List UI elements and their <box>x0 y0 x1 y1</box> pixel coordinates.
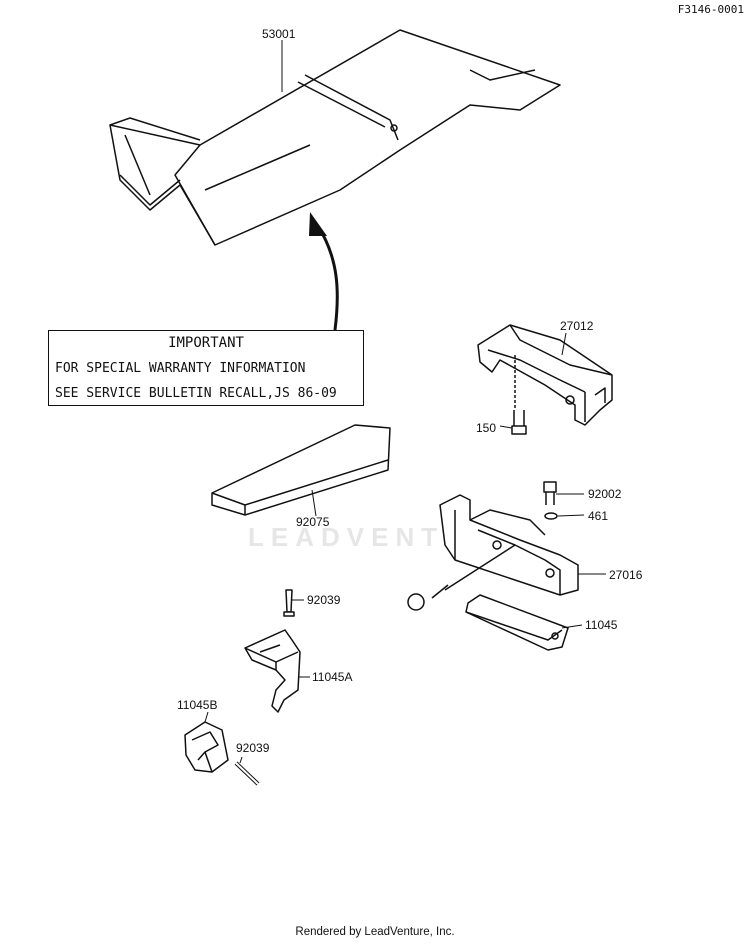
label-92039-bottom: 92039 <box>236 741 270 755</box>
part-92002-bolt[interactable] <box>543 481 557 505</box>
part-27016-holder[interactable] <box>439 494 579 596</box>
label-92039-top: 92039 <box>307 593 341 607</box>
part-11045A-bracket[interactable] <box>244 629 301 713</box>
footer-credit: Rendered by LeadVenture, Inc. <box>295 926 455 938</box>
diagram-code: F3146-0001 <box>677 3 744 16</box>
part-11045-plate[interactable] <box>465 594 569 651</box>
label-150: 150 <box>476 421 496 435</box>
pointer-arrow <box>309 212 339 331</box>
label-11045: 11045 <box>585 618 618 632</box>
notice-line-1: FOR SPECIAL WARRANTY INFORMATION <box>55 361 306 376</box>
important-notice-box: IMPORTANT FOR SPECIAL WARRANTY INFORMATI… <box>48 330 364 406</box>
label-461: 461 <box>588 509 608 523</box>
part-461-washer[interactable] <box>544 512 558 520</box>
leader-lines <box>204 40 606 764</box>
label-11045B: 11045B <box>177 698 217 712</box>
label-11045A: 11045A <box>312 670 352 684</box>
watermark-text: LEADVENTU <box>248 522 470 552</box>
part-27012-bracket[interactable] <box>477 324 613 426</box>
part-53001-cover[interactable] <box>109 29 561 246</box>
part-150-bolt[interactable] <box>511 410 527 435</box>
label-27012: 27012 <box>560 319 594 333</box>
key-ring-wire[interactable] <box>407 544 516 611</box>
label-53001: 53001 <box>262 27 296 41</box>
notice-line-2: SEE SERVICE BULLETIN RECALL,JS 86-09 <box>55 386 337 401</box>
part-11045B-clip[interactable] <box>184 721 229 773</box>
part-92075-pad[interactable] <box>211 424 391 516</box>
label-27016: 27016 <box>609 568 643 582</box>
label-92075: 92075 <box>296 515 330 529</box>
part-92039-rivet-bottom[interactable] <box>234 761 260 786</box>
label-92002: 92002 <box>588 487 622 501</box>
part-92039-rivet-top[interactable] <box>283 589 295 617</box>
notice-heading: IMPORTANT <box>168 335 244 351</box>
